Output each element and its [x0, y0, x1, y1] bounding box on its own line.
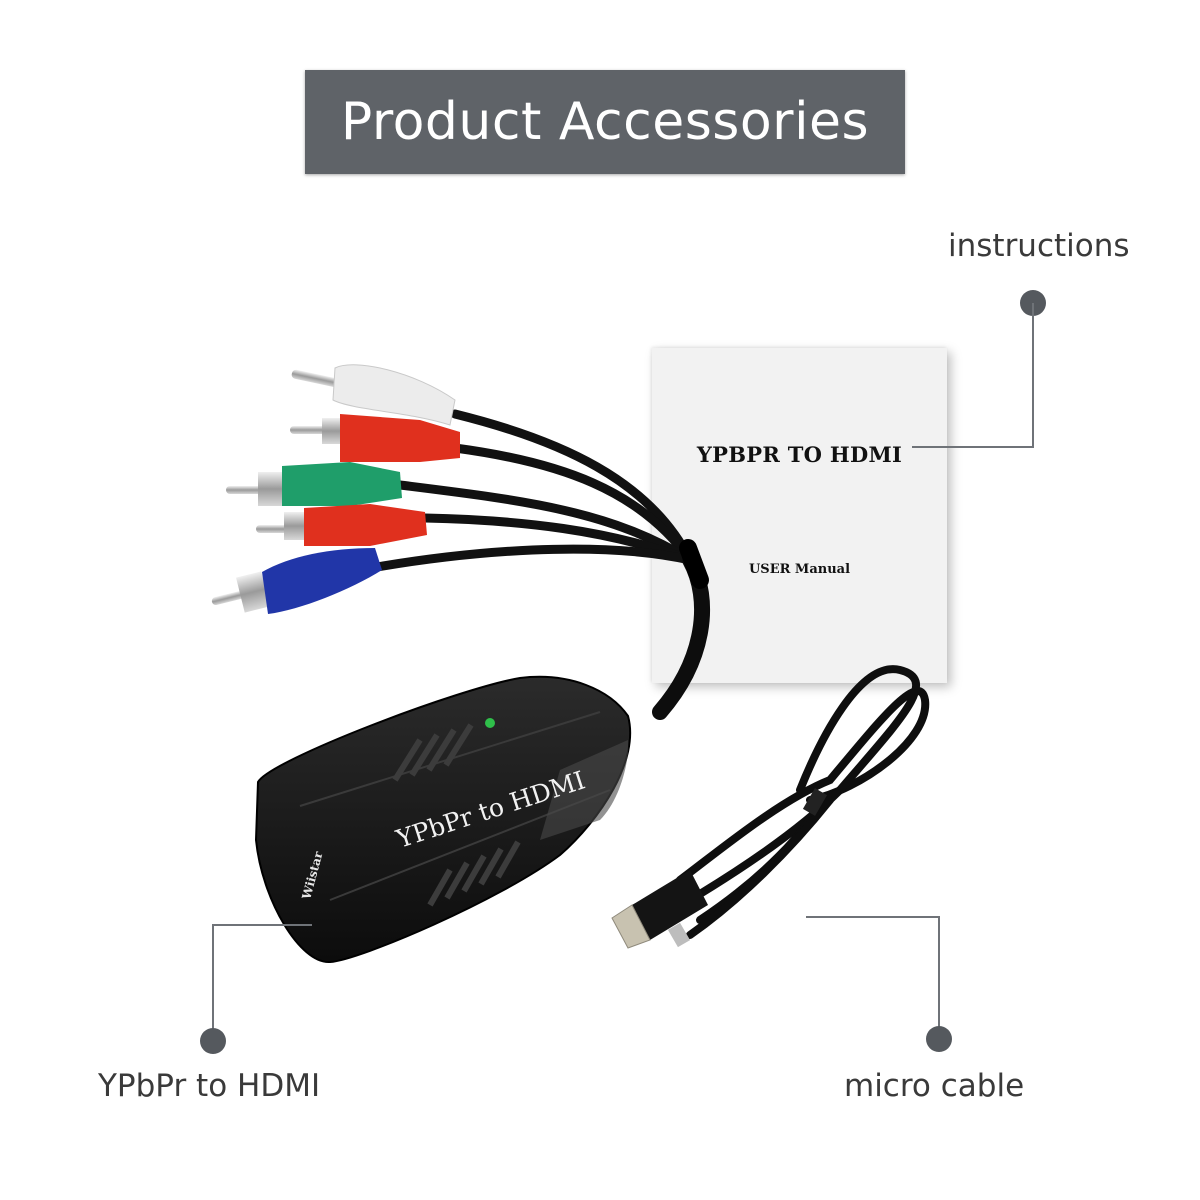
- rca-plug-red-video: [256, 504, 427, 546]
- rca-plug-green: [226, 462, 402, 506]
- manual-title: YPBPR TO HDMI: [696, 442, 903, 467]
- callout-label-cable: micro cable: [844, 1068, 1025, 1104]
- header-banner: Product Accessories: [305, 70, 905, 174]
- cable-junction: [679, 539, 709, 589]
- rca-plug-white: [291, 364, 456, 426]
- banner-title: Product Accessories: [340, 92, 870, 152]
- power-led-icon: [485, 718, 495, 728]
- callout-line-cable: [938, 916, 940, 1028]
- callout-line-converter: [212, 924, 214, 1030]
- callout-line-converter-h: [212, 924, 312, 926]
- rca-plug-red-audio: [290, 414, 460, 462]
- rca-plug-blue: [211, 548, 382, 614]
- callout-line-instructions-over: [912, 446, 1032, 448]
- callout-dot-converter-icon: [200, 1028, 226, 1054]
- callout-line-instructions: [1032, 303, 1034, 448]
- manual-subtitle: USER Manual: [748, 562, 851, 577]
- usb-micro-cable: [611, 665, 930, 949]
- callout-label-instructions: instructions: [948, 228, 1130, 264]
- callout-dot-cable-icon: [926, 1026, 952, 1052]
- callout-label-converter: YPbPr to HDMI: [98, 1068, 321, 1104]
- callout-line-cable-h: [806, 916, 940, 918]
- rca-cables: [355, 409, 695, 575]
- converter-box: [254, 675, 632, 964]
